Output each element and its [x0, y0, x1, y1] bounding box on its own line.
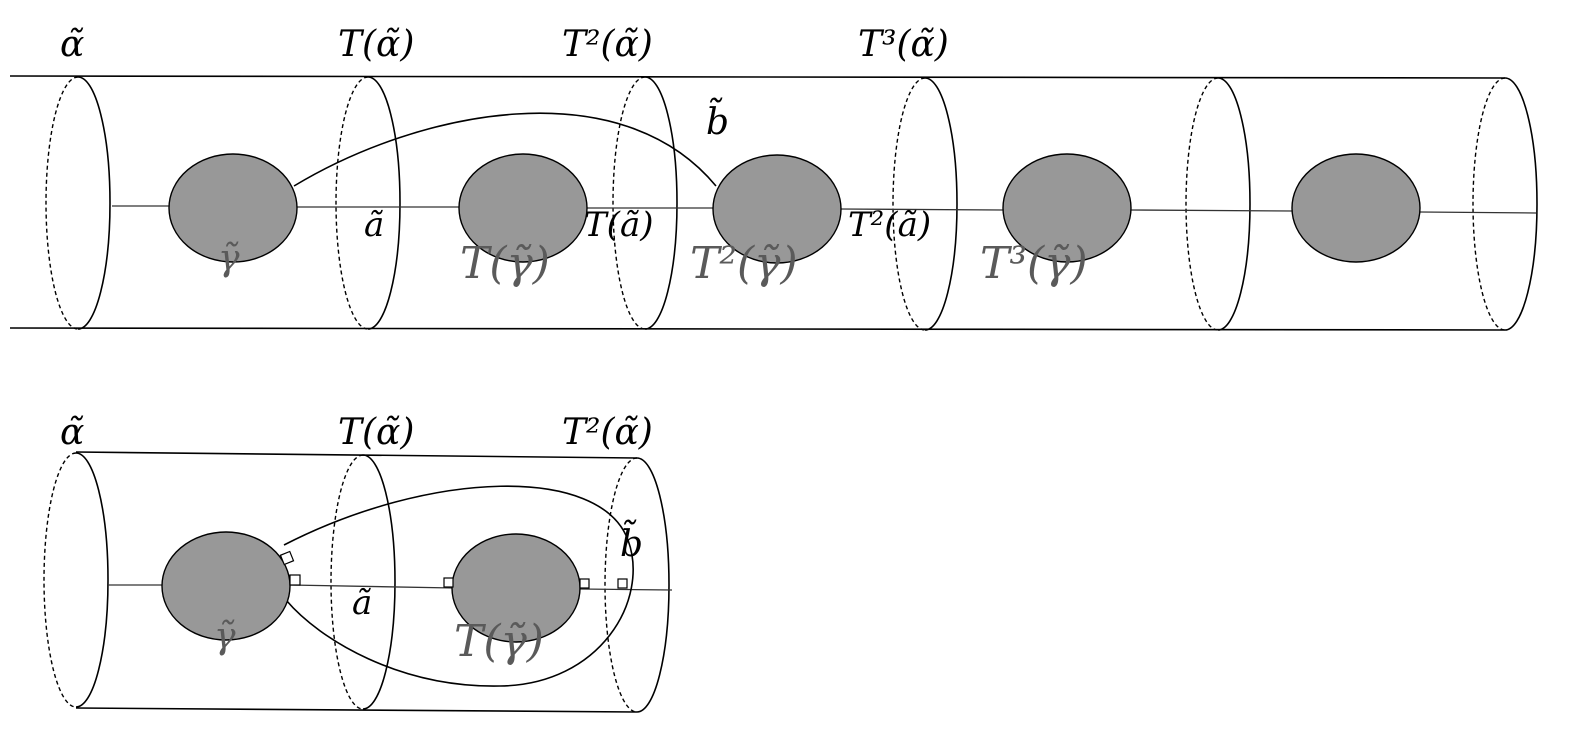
top-label-T3-alpha: T³(α̃)	[858, 24, 949, 65]
top-label-T2-alpha: T²(α̃)	[562, 24, 653, 65]
top-cylinder: α̃ T(α̃) T²(α̃) T³(α̃) b̃ ã T(ã) T²(ã) γ…	[9, 24, 1538, 331]
bottom-label-b: b̃	[620, 520, 643, 565]
top-label-T-alpha: T(α̃)	[338, 24, 414, 65]
bottom-label-T-gamma: T(γ̃)	[454, 616, 544, 667]
bottom-cylinder-upper-edge	[75, 451, 638, 459]
top-label-alpha: α̃	[60, 24, 84, 65]
right-angle-marker-1	[279, 550, 295, 566]
top-label-T2-gamma: T²(γ̃)	[690, 238, 798, 289]
top-disk-T-gamma	[458, 153, 588, 263]
bottom-section-T2-alpha	[604, 457, 670, 713]
top-label-gamma: γ̃	[218, 238, 240, 279]
top-disk-gamma	[168, 153, 298, 263]
top-b-arc	[293, 112, 717, 187]
top-disk-T3-gamma	[1002, 153, 1132, 263]
top-cylinder-upper-edge	[9, 75, 1506, 79]
bottom-b-loop	[283, 485, 634, 687]
right-angle-marker-5	[617, 578, 628, 589]
top-disk-T2-gamma	[712, 154, 842, 264]
top-arc-T3-a	[1129, 209, 1294, 212]
right-angle-marker-2	[289, 574, 301, 586]
bottom-section-alpha	[43, 452, 109, 708]
top-arc-T2-a	[839, 208, 1004, 211]
bottom-arc-right	[579, 588, 673, 591]
right-angle-marker-3	[443, 577, 454, 588]
top-label-T-gamma: T(γ̃)	[460, 238, 550, 289]
bottom-label-T-alpha: T(α̃)	[338, 412, 414, 453]
bottom-label-T2-alpha: T²(α̃)	[562, 412, 653, 453]
top-section-T3-alpha	[892, 77, 958, 331]
top-section-5	[1185, 77, 1251, 331]
bottom-disk-gamma	[161, 531, 291, 641]
top-disk-5	[1291, 153, 1421, 263]
top-label-T2-a: T²(ã)	[848, 205, 931, 245]
right-angle-marker-4	[579, 578, 590, 589]
bottom-cylinder: α̃ T(α̃) T²(α̃) b̃ ã γ̃ T(γ̃)	[43, 412, 673, 713]
bottom-label-gamma: γ̃	[214, 616, 236, 657]
top-section-6	[1472, 77, 1538, 331]
bottom-cylinder-lower-edge	[75, 707, 638, 713]
top-label-a: ã	[364, 205, 384, 245]
top-section-alpha	[45, 76, 111, 330]
top-arc-right	[1419, 211, 1537, 214]
top-section-T-alpha	[335, 76, 401, 330]
bottom-section-T-alpha	[330, 454, 396, 710]
bottom-arc-a	[289, 584, 455, 589]
bottom-label-alpha: α̃	[60, 412, 84, 453]
top-label-b: b̃	[706, 98, 729, 143]
top-cylinder-lower-edge	[9, 327, 1506, 331]
bottom-label-a: ã	[352, 583, 372, 623]
top-section-T2-alpha	[612, 76, 678, 330]
top-label-T3-gamma: T³(γ̃)	[980, 238, 1088, 289]
top-label-T-a: T(ã)	[584, 205, 653, 245]
